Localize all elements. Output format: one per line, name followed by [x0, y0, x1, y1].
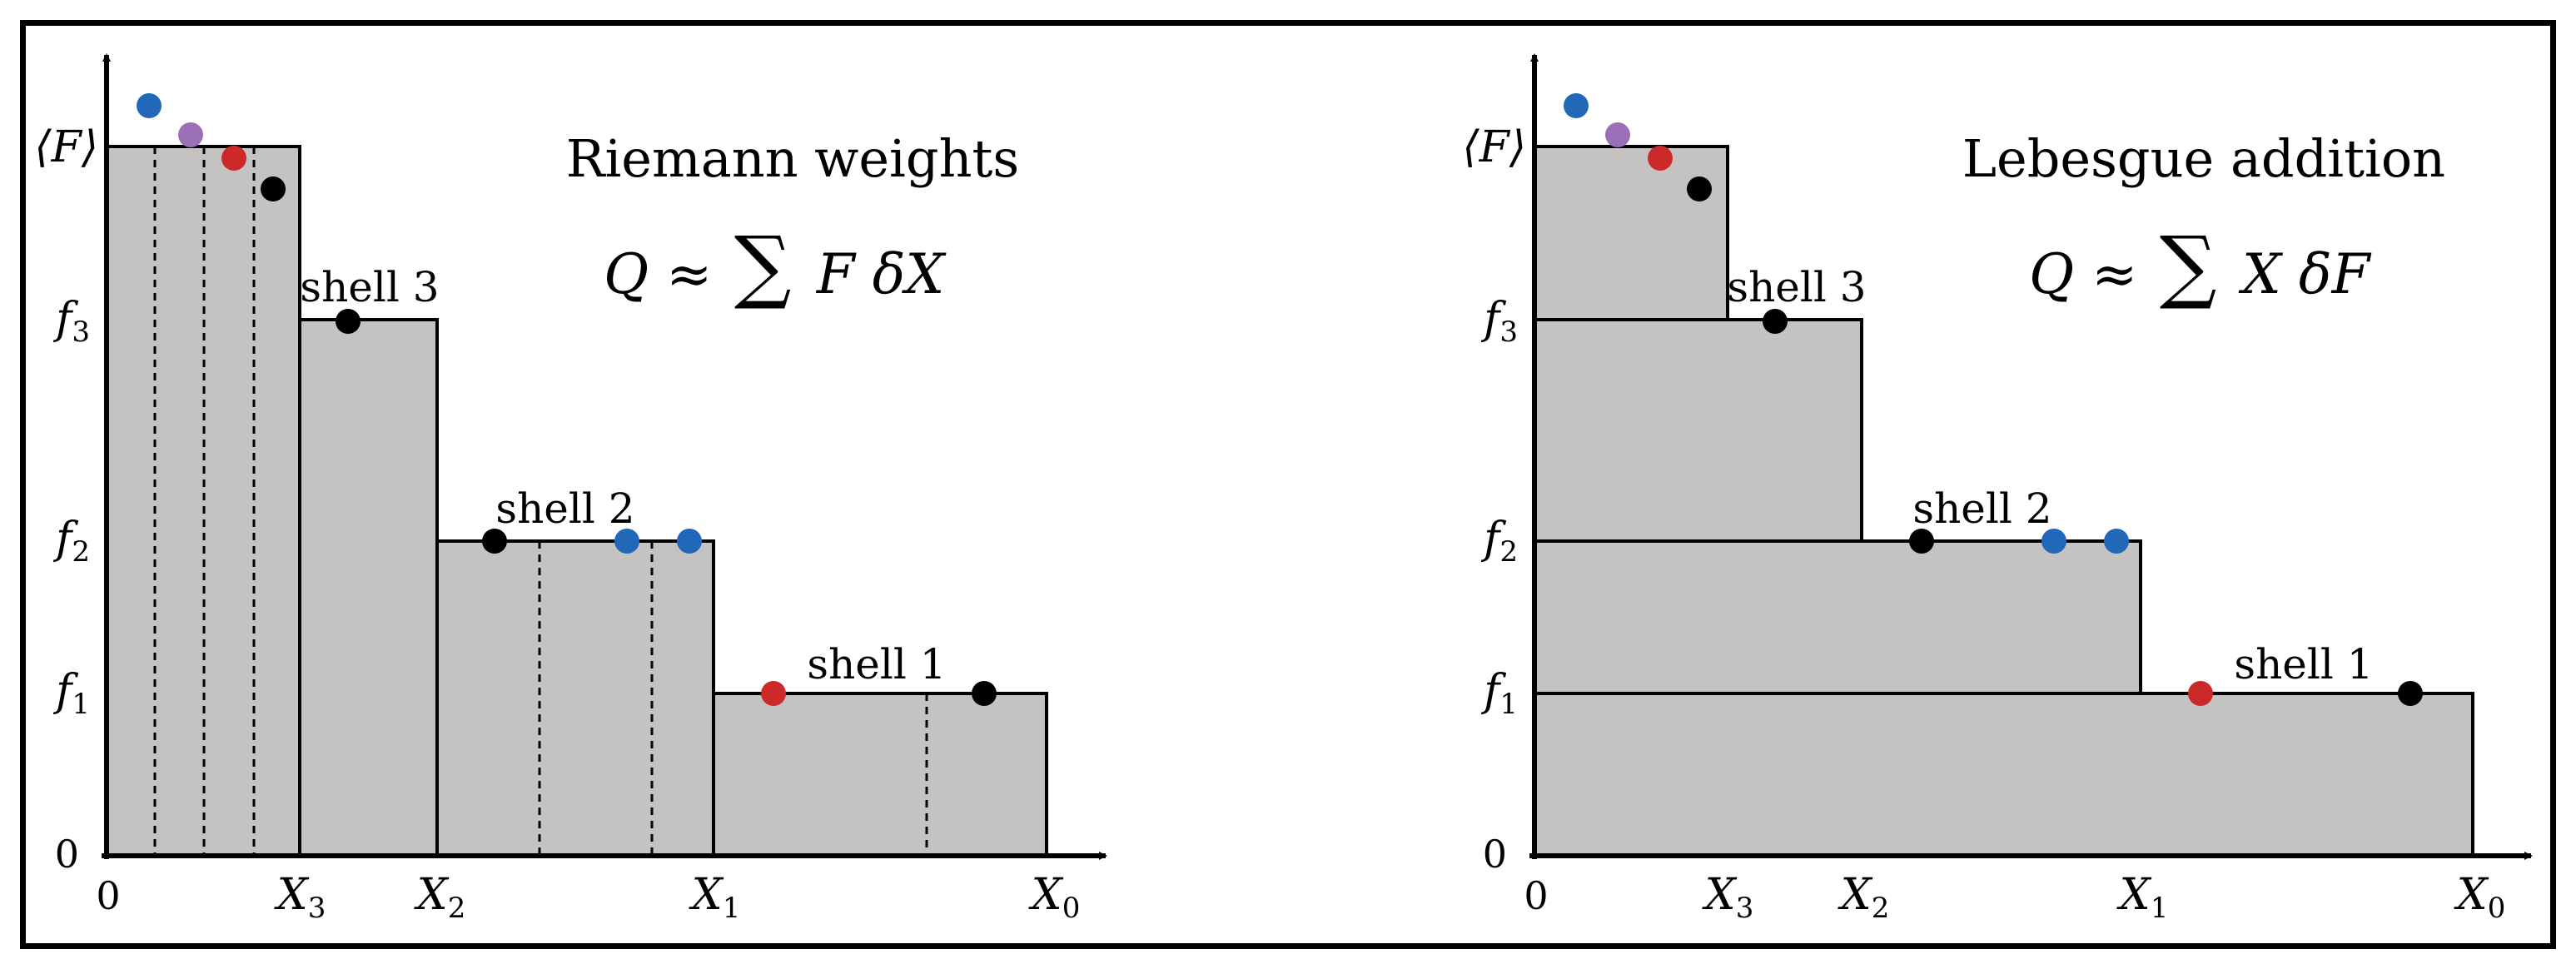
lebesgue-ytick-f3: f3	[1480, 294, 1518, 349]
riemann-xtick-X1-main: X	[689, 870, 724, 920]
riemann-dot-black	[972, 681, 997, 706]
riemann-ytick-f3-sub: 3	[72, 316, 90, 349]
lebesgue-dot-blue	[1564, 93, 1589, 118]
riemann-ytick-mean: ⟨F⟩	[34, 122, 98, 172]
lebesgue-dot-black	[1763, 309, 1788, 334]
riemann-dot-blue	[137, 93, 162, 118]
lebesgue-dot-black	[1909, 529, 1934, 554]
riemann-formula-rhs: F δX	[816, 242, 947, 306]
riemann-ytick-f3: f3	[52, 294, 90, 349]
lebesgue-xtick-X0-sub: 0	[2488, 892, 2506, 925]
lebesgue-ytick-zero: 0	[1483, 832, 1507, 877]
riemann-formula-lhs: Q ≈	[604, 242, 712, 306]
lebesgue-ytick-f3-sub: 3	[1499, 316, 1518, 349]
lebesgue-dot-blue	[2104, 529, 2129, 554]
lebesgue-ytick-f1-sub: 1	[1499, 688, 1518, 721]
riemann-xtick-X2-main: X	[414, 870, 450, 920]
riemann-xtick-zero: 0	[96, 873, 120, 918]
riemann-xtick-X0-sub: 0	[1062, 892, 1081, 925]
riemann-shell1-label: shell 1	[807, 640, 946, 688]
lebesgue-ytick-f1: f1	[1480, 666, 1518, 721]
riemann-dot-black	[482, 529, 507, 554]
riemann-dot-black	[261, 176, 286, 201]
lebesgue-ytick-f2: f2	[1480, 514, 1518, 569]
riemann-ytick-f2: f2	[52, 514, 90, 569]
riemann-panel: Riemann weights Q ≈ ∑ F δX shell 3 shell…	[34, 53, 1107, 925]
lebesgue-xtick-X1: X1	[2116, 870, 2169, 925]
riemann-dot-blue	[677, 529, 702, 554]
lebesgue-xtick-zero: 0	[1524, 873, 1548, 918]
lebesgue-ytick-mean: ⟨F⟩	[1462, 122, 1526, 172]
riemann-dot-red	[761, 681, 786, 706]
lebesgue-layer-shell1	[1533, 692, 2474, 857]
riemann-xtick-X2-sub: 2	[448, 892, 466, 925]
riemann-dot-blue	[614, 529, 639, 554]
lebesgue-dot-red	[1648, 146, 1673, 171]
lebesgue-shell3-label: shell 3	[1727, 263, 1866, 311]
riemann-ytick-f1: f1	[52, 666, 90, 721]
lebesgue-xtick-X1-sub: 1	[2151, 892, 2169, 925]
riemann-dot-purple	[178, 122, 203, 147]
riemann-shell3-label: shell 3	[300, 263, 439, 311]
lebesgue-ytick-f2-sub: 2	[1499, 535, 1518, 569]
riemann-dashed-dividers	[153, 147, 928, 856]
lebesgue-dot-purple	[1605, 122, 1630, 147]
riemann-formula: Q ≈ ∑ F δX	[604, 219, 947, 312]
riemann-xtick-X1-sub: 1	[723, 892, 741, 925]
lebesgue-dot-black	[2398, 681, 2423, 706]
lebesgue-formula-rhs: X δF	[2238, 242, 2372, 306]
lebesgue-layer-shell2	[1533, 539, 2142, 695]
riemann-bar-shell3	[298, 318, 439, 857]
lebesgue-formula-sum: ∑	[2160, 219, 2217, 312]
riemann-xtick-X3-sub: 3	[308, 892, 326, 925]
riemann-xtick-X3: X3	[274, 870, 326, 925]
riemann-xtick-X0-main: X	[1028, 870, 1064, 920]
lebesgue-panel: Lebesgue addition Q ≈ ∑ X δF shell 3 she…	[1462, 53, 2533, 925]
riemann-bar-shell1	[712, 692, 1048, 857]
lebesgue-xtick-X2: X2	[1838, 870, 1890, 925]
lebesgue-xtick-X1-main: X	[2116, 870, 2152, 920]
lebesgue-xtick-X3-main: X	[1702, 870, 1738, 920]
riemann-bar-shell2	[435, 539, 715, 857]
lebesgue-dot-blue	[2041, 529, 2066, 554]
riemann-title: Riemann weights	[566, 128, 1019, 189]
riemann-xtick-X3-main: X	[274, 870, 310, 920]
riemann-ytick-f2-sub: 2	[72, 535, 90, 569]
lebesgue-layer-shell3	[1533, 318, 1863, 543]
riemann-dot-black	[336, 309, 361, 334]
lebesgue-xtick-X0-main: X	[2454, 870, 2489, 920]
lebesgue-shell2-label: shell 2	[1912, 484, 2051, 533]
riemann-shell2-label: shell 2	[495, 484, 634, 533]
lebesgue-title: Lebesgue addition	[1962, 128, 2445, 189]
lebesgue-xtick-X3: X3	[1702, 870, 1754, 925]
riemann-xtick-X1: X1	[689, 870, 741, 925]
riemann-formula-sum: ∑	[734, 219, 792, 312]
riemann-xtick-X0: X0	[1028, 870, 1081, 925]
lebesgue-shell1-label: shell 1	[2234, 640, 2373, 688]
lebesgue-formula-lhs: Q ≈	[2029, 242, 2137, 306]
lebesgue-dot-red	[2188, 681, 2213, 706]
lebesgue-dot-black	[1687, 176, 1712, 201]
lebesgue-xtick-X2-sub: 2	[1872, 892, 1890, 925]
lebesgue-xtick-X3-sub: 3	[1736, 892, 1754, 925]
riemann-xtick-X2: X2	[414, 870, 466, 925]
lebesgue-xtick-X2-main: X	[1838, 870, 1873, 920]
riemann-dot-red	[221, 146, 246, 171]
lebesgue-layer-mean	[1533, 145, 1729, 321]
riemann-ytick-f1-sub: 1	[72, 688, 90, 721]
lebesgue-formula: Q ≈ ∑ X δF	[2029, 219, 2372, 312]
lebesgue-xtick-X0: X0	[2454, 870, 2506, 925]
riemann-ytick-zero: 0	[55, 832, 79, 877]
